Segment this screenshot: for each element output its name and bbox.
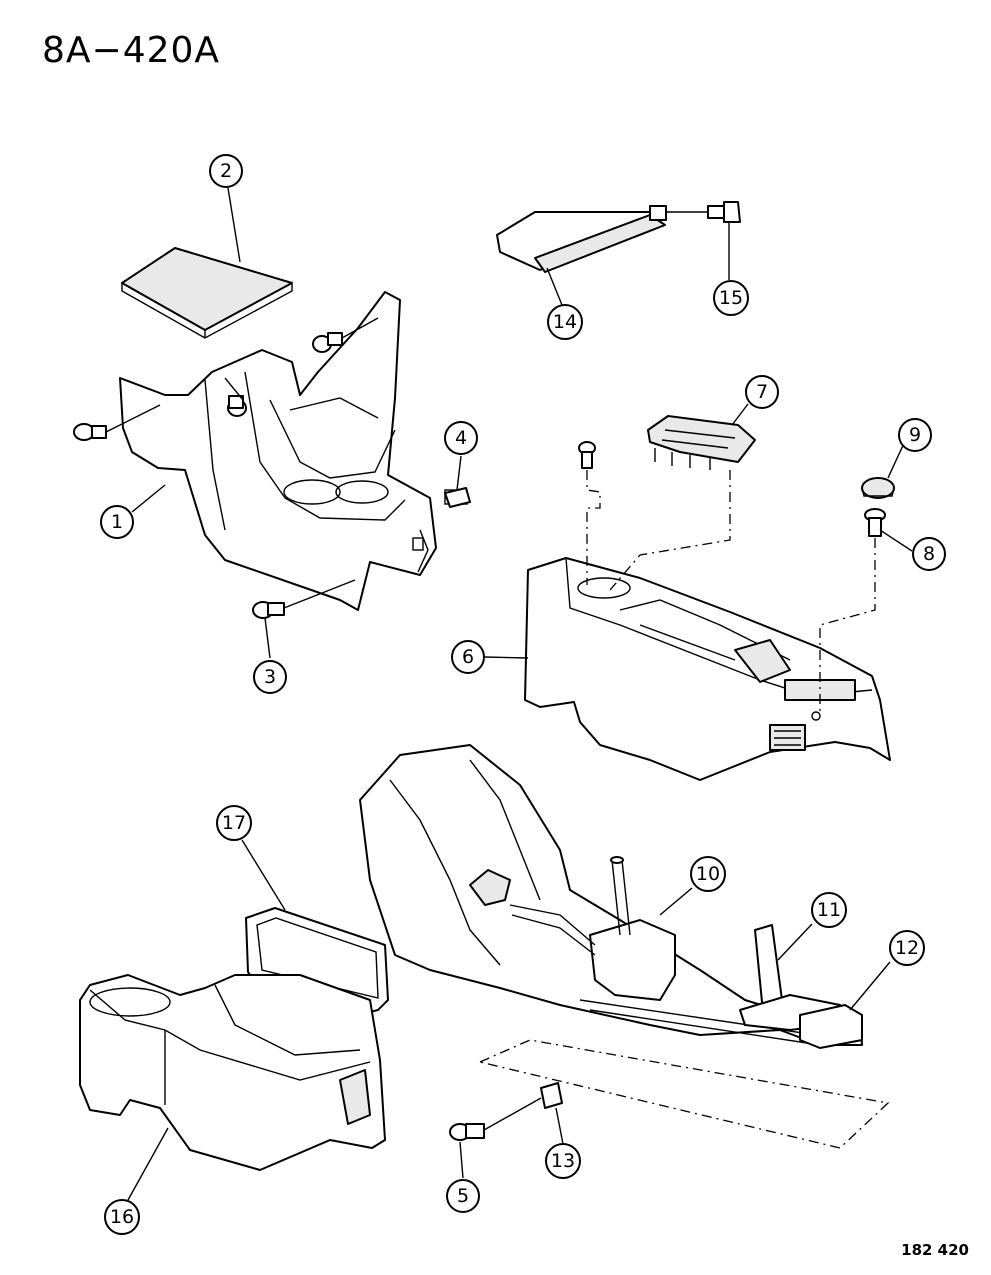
assembly-line <box>609 470 731 591</box>
svg-text:12: 12 <box>895 937 919 959</box>
svg-text:14: 14 <box>553 311 577 333</box>
callout-15: 15 <box>713 280 749 316</box>
callout-1: 1 <box>100 505 134 539</box>
part-13-clip <box>540 1082 563 1109</box>
svg-text:9: 9 <box>909 424 921 446</box>
callout-14: 14 <box>547 304 583 340</box>
svg-text:3: 3 <box>264 666 276 688</box>
part-12-bracket <box>799 1004 863 1049</box>
part-6-center-console <box>524 557 891 781</box>
svg-text:11: 11 <box>817 899 841 921</box>
part-1-console-bezel <box>119 291 468 611</box>
svg-text:16: 16 <box>110 1206 134 1228</box>
callout-3: 3 <box>253 660 287 694</box>
svg-text:15: 15 <box>719 287 743 309</box>
assembly-line <box>586 470 601 585</box>
part-4-clip <box>444 487 471 508</box>
diagram-reference-code: 182 420 <box>901 1241 969 1259</box>
svg-text:2: 2 <box>220 160 232 182</box>
callout-9: 9 <box>898 418 932 452</box>
svg-text:7: 7 <box>756 381 768 403</box>
callout-2: 2 <box>209 154 243 188</box>
callout-16: 16 <box>104 1199 140 1235</box>
callout-5: 5 <box>446 1179 480 1213</box>
part-14-tray <box>496 205 667 273</box>
callout-8: 8 <box>912 537 946 571</box>
svg-text:1: 1 <box>111 511 123 533</box>
part-8-screw <box>864 508 886 537</box>
part-2-mat <box>121 247 293 339</box>
part-9-plug <box>861 477 895 499</box>
floor-outline <box>477 1039 890 1149</box>
svg-text:4: 4 <box>455 427 467 449</box>
callout-6: 6 <box>451 640 485 674</box>
part-16-rear-console <box>79 974 386 1171</box>
svg-text:10: 10 <box>696 863 720 885</box>
part-7-shift-bezel <box>647 415 756 470</box>
svg-text:17: 17 <box>222 812 246 834</box>
callout-7: 7 <box>745 375 779 409</box>
part-3-screw <box>252 579 356 619</box>
callout-10: 10 <box>690 856 726 892</box>
callout-17: 17 <box>216 805 252 841</box>
diagram-title: 8A−420A <box>42 30 221 71</box>
part-15-screw <box>666 201 741 223</box>
svg-text:5: 5 <box>457 1185 469 1207</box>
callout-11: 11 <box>811 892 847 928</box>
svg-text:13: 13 <box>551 1150 575 1172</box>
part-6-screw <box>578 441 596 469</box>
part-1-screws <box>73 317 379 441</box>
svg-text:8: 8 <box>923 543 935 565</box>
part-5-screw <box>449 1097 542 1141</box>
svg-text:6: 6 <box>462 646 474 668</box>
leader-lines <box>127 187 913 1201</box>
callout-13: 13 <box>545 1143 581 1179</box>
callout-12: 12 <box>889 930 925 966</box>
callout-4: 4 <box>444 421 478 455</box>
